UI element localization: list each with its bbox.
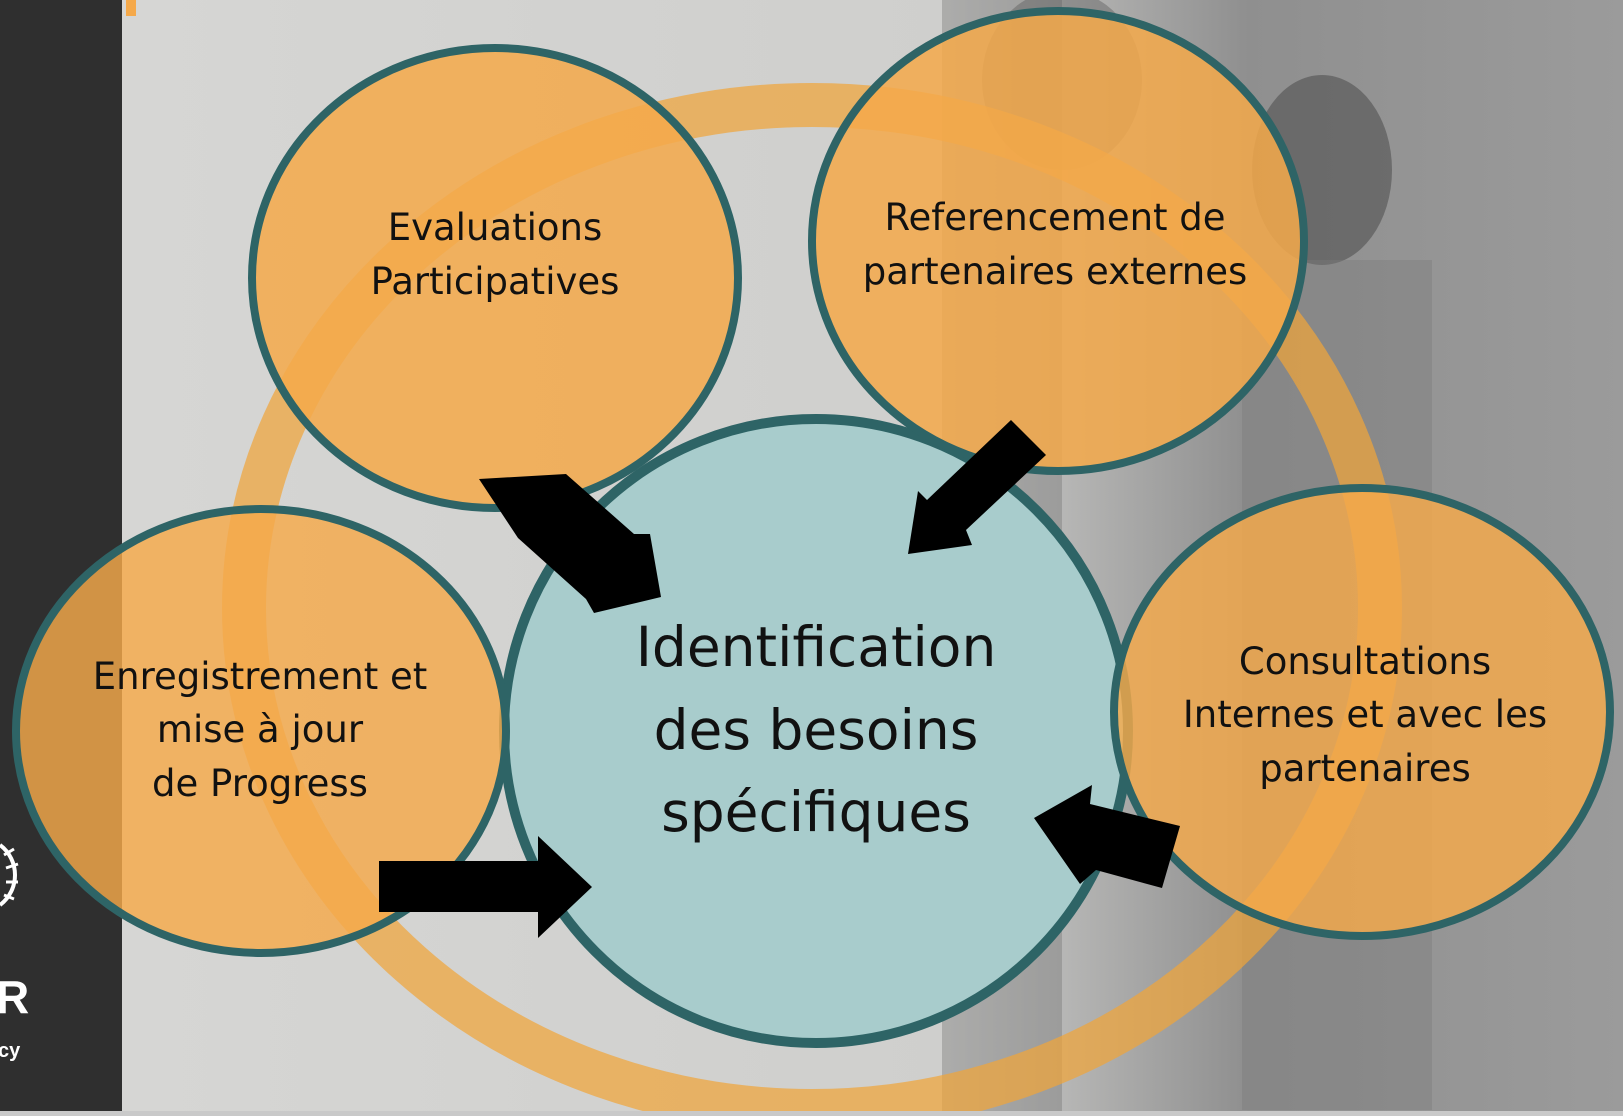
arrow-from-consultations xyxy=(1034,785,1180,888)
center-label: Identification des besoins spécifiques xyxy=(566,580,1066,880)
node-consultations xyxy=(1110,484,1614,940)
evaluations-line-1: Evaluations xyxy=(387,206,603,250)
arrow-from-enregistrement xyxy=(379,836,592,938)
enregistrement-line-2: mise à jour xyxy=(156,708,364,752)
enregistrement-line-1: Enregistrement et xyxy=(92,654,428,698)
title-accent xyxy=(126,0,136,16)
consultations-line-3: partenaires xyxy=(1259,746,1471,790)
evaluations-line-2: Participatives xyxy=(370,260,620,303)
referencement-label: Referencement de partenaires externes xyxy=(820,170,1290,320)
arrow-from-referencement xyxy=(908,420,1046,554)
enregistrement-line-3: de Progress xyxy=(152,761,368,805)
node-enregistrement xyxy=(12,505,510,957)
consultations-line-2: Internes et avec les xyxy=(1182,693,1548,737)
agency-logo: R cy xyxy=(0,840,122,1090)
consultations-line-1: Consultations xyxy=(1238,639,1492,683)
logo-tagline: cy xyxy=(0,1040,21,1062)
logo-letter: R xyxy=(0,971,30,1023)
laurel-icon xyxy=(0,843,19,907)
sidebar: R cy xyxy=(0,0,122,1111)
referencement-line-2: partenaires externes xyxy=(862,250,1248,293)
center-line-2: des besoins xyxy=(653,697,979,762)
node-referencement xyxy=(808,7,1308,475)
node-evaluations xyxy=(248,44,742,512)
consultations-label: Consultations Internes et avec les parte… xyxy=(1130,620,1600,810)
evaluations-label: Evaluations Participatives xyxy=(300,180,690,330)
center-line-3: spécifiques xyxy=(661,780,971,845)
enregistrement-label: Enregistrement et mise à jour de Progres… xyxy=(40,630,480,830)
arrow-from-evaluations xyxy=(479,474,661,613)
center-line-1: Identification xyxy=(635,615,997,680)
referencement-line-1: Referencement de xyxy=(884,196,1226,240)
